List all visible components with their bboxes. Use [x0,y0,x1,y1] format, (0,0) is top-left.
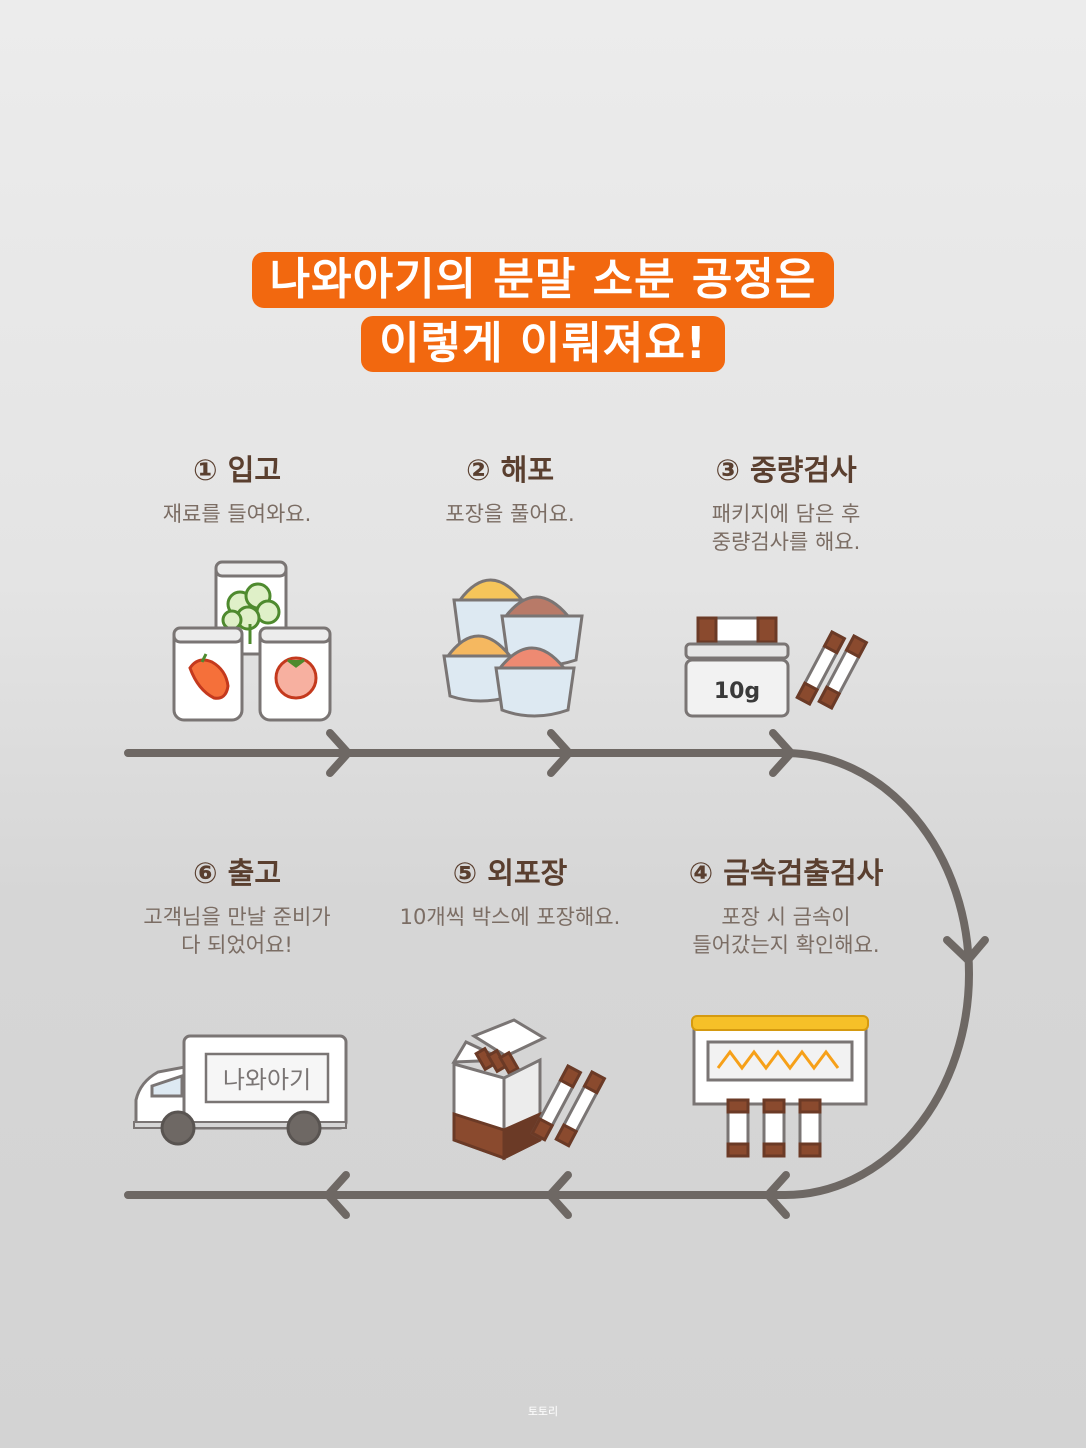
delivery-truck-icon: 나와아기 [133,1034,348,1146]
step-shipping: ⑥ 출고 고객님을 만날 준비가 다 되었어요! [87,853,387,959]
arrow-head-left-2 [546,1171,572,1219]
ingredient-jars-icon [172,560,332,722]
box-package-icon [451,1018,607,1161]
step-title: ⑤ 외포장 [452,856,568,890]
step-title: ⑥ 출고 [192,856,281,890]
step-weight-check: ③ 중량검사 패키지에 담은 후 중량검사를 해요. [636,450,936,556]
step-title: ① 입고 [192,453,281,487]
footer-watermark: 토토리 [527,1405,559,1418]
step-description: 패키지에 담은 후 중량검사를 해요. [711,502,861,554]
step-title: ④ 금속검출검사 [688,856,884,890]
step-title: ② 해포 [465,453,554,487]
scale-weight-label: 10g [714,679,760,704]
step-description: 고객님을 만날 준비가 다 되었어요! [143,905,331,957]
title-line-1-wrap: 나와아기의 분말 소분 공정은 [0,252,1086,308]
arrow-head-left-3 [324,1171,350,1219]
step-receiving: ① 입고 재료를 들여와요. [87,450,387,528]
step-description: 포장을 풀어요. [445,502,575,526]
step-description: 10개씩 박스에 포장해요. [399,905,621,929]
arrow-head-down [943,936,989,964]
arrow-head-right-1 [326,729,352,777]
page-title-line-2: 이렇게 이뤄져요! [361,316,725,372]
metal-detector-icon [691,1015,869,1158]
step-unpacking: ② 해포 포장을 풀어요. [360,450,660,528]
step-description: 재료를 들여와요. [162,502,312,526]
truck-brand-label: 나와아기 [223,1066,311,1094]
flow-line [124,749,973,1199]
scale-icon: 10g [684,616,869,718]
page-title-line-1: 나와아기의 분말 소분 공정은 [251,252,835,308]
arrow-head-left-1 [764,1171,790,1219]
step-description: 포장 시 금속이 들어갔는지 확인해요. [692,905,880,957]
arrow-head-right-2 [547,729,573,777]
powder-bowls-icon [442,578,584,718]
title-line-2-wrap: 이렇게 이뤄져요! [0,316,1086,372]
step-outer-packaging: ⑤ 외포장 10개씩 박스에 포장해요. [360,853,660,931]
arrow-head-right-3 [769,729,795,777]
step-metal-detection: ④ 금속검출검사 포장 시 금속이 들어갔는지 확인해요. [636,853,936,959]
step-title: ③ 중량검사 [715,453,857,487]
